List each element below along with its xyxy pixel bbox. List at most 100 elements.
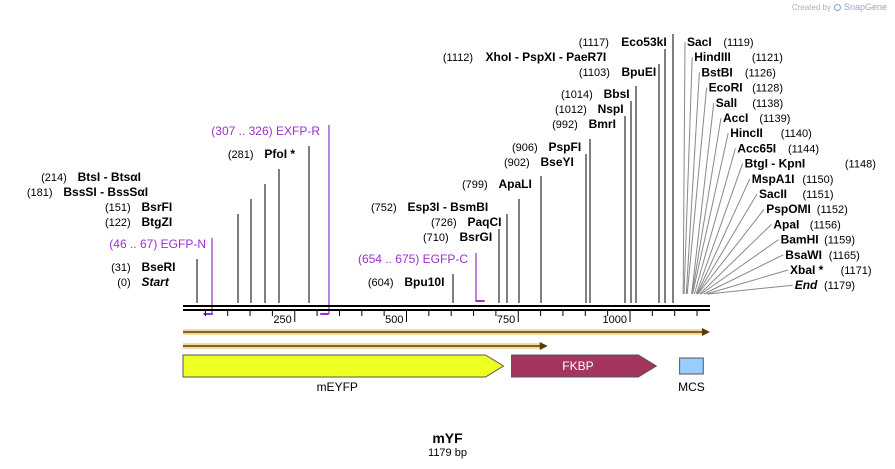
- site-stem: [707, 284, 793, 295]
- site-name: BseYI: [541, 155, 574, 169]
- site-name: BssSI - BssSαI: [63, 185, 148, 199]
- site-position: (151): [105, 202, 131, 214]
- restriction-site: BtgI - KpnI (1148): [745, 157, 876, 171]
- primer: (307 .. 326) EXFP-R: [211, 124, 330, 315]
- site-stem: [706, 269, 789, 295]
- site-position: (1126): [745, 67, 776, 79]
- restriction-site: (1112)XhoI - PspXI - PaeR7I: [443, 50, 606, 64]
- restriction-site: Acc65I(1144): [737, 141, 819, 155]
- site-position: (0): [117, 277, 130, 289]
- feature-label: mEYFP: [317, 380, 358, 394]
- site-position: (1103): [579, 67, 610, 79]
- site-name: Bpu10I: [404, 275, 444, 289]
- ruler-tick-label: 500: [385, 314, 403, 326]
- feature-label: FKBP: [562, 359, 593, 373]
- site-position: (214): [41, 172, 67, 184]
- restriction-site-labels: (0) Start(31)BseRI (122) BtgZI (151) BsrFI(18…: [27, 35, 876, 292]
- site-stem: [695, 163, 744, 295]
- restriction-site: (1117)Eco53kI: [579, 35, 667, 49]
- site-position: (1152): [817, 204, 848, 216]
- site-name: HincII: [730, 126, 763, 140]
- primer-label: (307 .. 326) EXFP-R: [211, 124, 320, 138]
- feature-shape: [679, 357, 704, 375]
- restriction-site: EcoRI(1128): [709, 81, 783, 95]
- site-name: MspA1I: [752, 172, 795, 186]
- orf-arrow: [183, 342, 548, 350]
- site-stem: [700, 239, 779, 295]
- site-stem: [697, 208, 765, 295]
- snapgene-logo-icon: [833, 3, 841, 11]
- primers: (46 .. 67) EGFP-N(307 .. 326) EXFP-R(654…: [109, 124, 485, 315]
- restriction-site: MspA1I (1150): [752, 172, 834, 186]
- ruler-tick-label: 1000: [603, 314, 627, 326]
- site-position: (122): [105, 217, 131, 229]
- site-name: XhoI - PspXI - PaeR7I: [486, 50, 607, 64]
- restriction-site: (1012)NspI: [555, 102, 624, 116]
- site-stem: [696, 178, 751, 295]
- site-name: Start: [142, 275, 170, 289]
- site-position: (1148): [845, 159, 876, 171]
- site-name: Acc65I: [737, 141, 776, 155]
- site-name: Eco53kI: [621, 35, 666, 49]
- restriction-site: AccI(1139): [723, 111, 790, 125]
- restriction-site: BsaWI(1165): [785, 248, 859, 262]
- site-stem: [691, 117, 722, 295]
- restriction-site: (1014)BbsI: [561, 87, 630, 101]
- site-position: (1150): [802, 174, 833, 186]
- site-name: ApaLI: [499, 177, 532, 191]
- site-position: (1138): [752, 98, 783, 110]
- site-name: NspI: [598, 102, 624, 116]
- site-name: End: [795, 278, 818, 292]
- site-name: HindIII: [694, 50, 731, 64]
- feature-meyfp: mEYFP: [182, 354, 505, 394]
- site-name: BtgZI: [142, 215, 173, 229]
- site-name: BpuEI: [622, 65, 657, 79]
- site-name: PfoI *: [264, 147, 295, 161]
- site-name: EcoRI: [709, 81, 743, 95]
- features: mEYFP FKBP MCS: [182, 354, 705, 394]
- site-position: (906): [512, 142, 538, 154]
- restriction-site: (151) BsrFI: [105, 200, 172, 214]
- orf-arrowhead: [702, 328, 710, 336]
- site-name: BsrFI: [142, 200, 173, 214]
- feature-shape: [511, 354, 658, 378]
- feature-shape: [182, 354, 505, 378]
- restriction-site: SacII(1151): [759, 187, 833, 201]
- restriction-site: (799)ApaLI: [462, 177, 532, 191]
- feature-mcs: MCS: [678, 357, 705, 394]
- restriction-site: XbaI *(1171): [790, 263, 872, 277]
- site-name: BstBI: [701, 65, 732, 79]
- restriction-site: (710)BsrGI: [423, 230, 492, 244]
- site-position: (1121): [752, 52, 783, 64]
- restriction-site: (122) BtgZI: [105, 215, 172, 229]
- site-name: PspOMI: [766, 202, 811, 216]
- restriction-site: (752)Esp3I - BsmBI: [371, 200, 488, 214]
- restriction-site: (1103) BpuEI: [579, 65, 656, 79]
- site-name: BbsI: [604, 87, 630, 101]
- snapgene-credit: Created by SnapGene: [792, 2, 887, 12]
- restriction-site: (214)BtsI - BtsαI: [41, 170, 141, 184]
- restriction-site: (0) Start: [117, 275, 170, 289]
- site-position: (31): [111, 262, 131, 274]
- credit-brand: SnapGene: [843, 2, 887, 12]
- restriction-site: HincII(1140): [730, 126, 812, 140]
- site-position: (1139): [759, 113, 790, 125]
- restriction-site: (726)PaqCI: [431, 215, 502, 229]
- restriction-site: End(1179): [795, 278, 855, 292]
- site-name: SalI: [716, 96, 737, 110]
- site-name: ApaI: [773, 217, 799, 231]
- restriction-site: (31)BseRI: [111, 260, 175, 274]
- site-name: BamHI: [781, 233, 819, 247]
- ruler-tick-label: 250: [273, 314, 291, 326]
- restriction-site: (181)BssSI - BssSαI: [27, 185, 148, 199]
- site-name: PspFI: [549, 140, 582, 154]
- restriction-site: SalI (1138): [716, 96, 783, 110]
- site-position: (1159): [824, 235, 855, 247]
- site-name: BtgI - KpnI: [745, 157, 806, 171]
- credit-text: Created by: [791, 2, 831, 12]
- restriction-site: PspOMI (1152): [766, 202, 848, 216]
- site-stem: [691, 102, 715, 295]
- site-position: (281): [228, 149, 254, 161]
- primer: (654 .. 675) EGFP-C: [358, 252, 485, 302]
- site-position: (1119): [723, 37, 753, 49]
